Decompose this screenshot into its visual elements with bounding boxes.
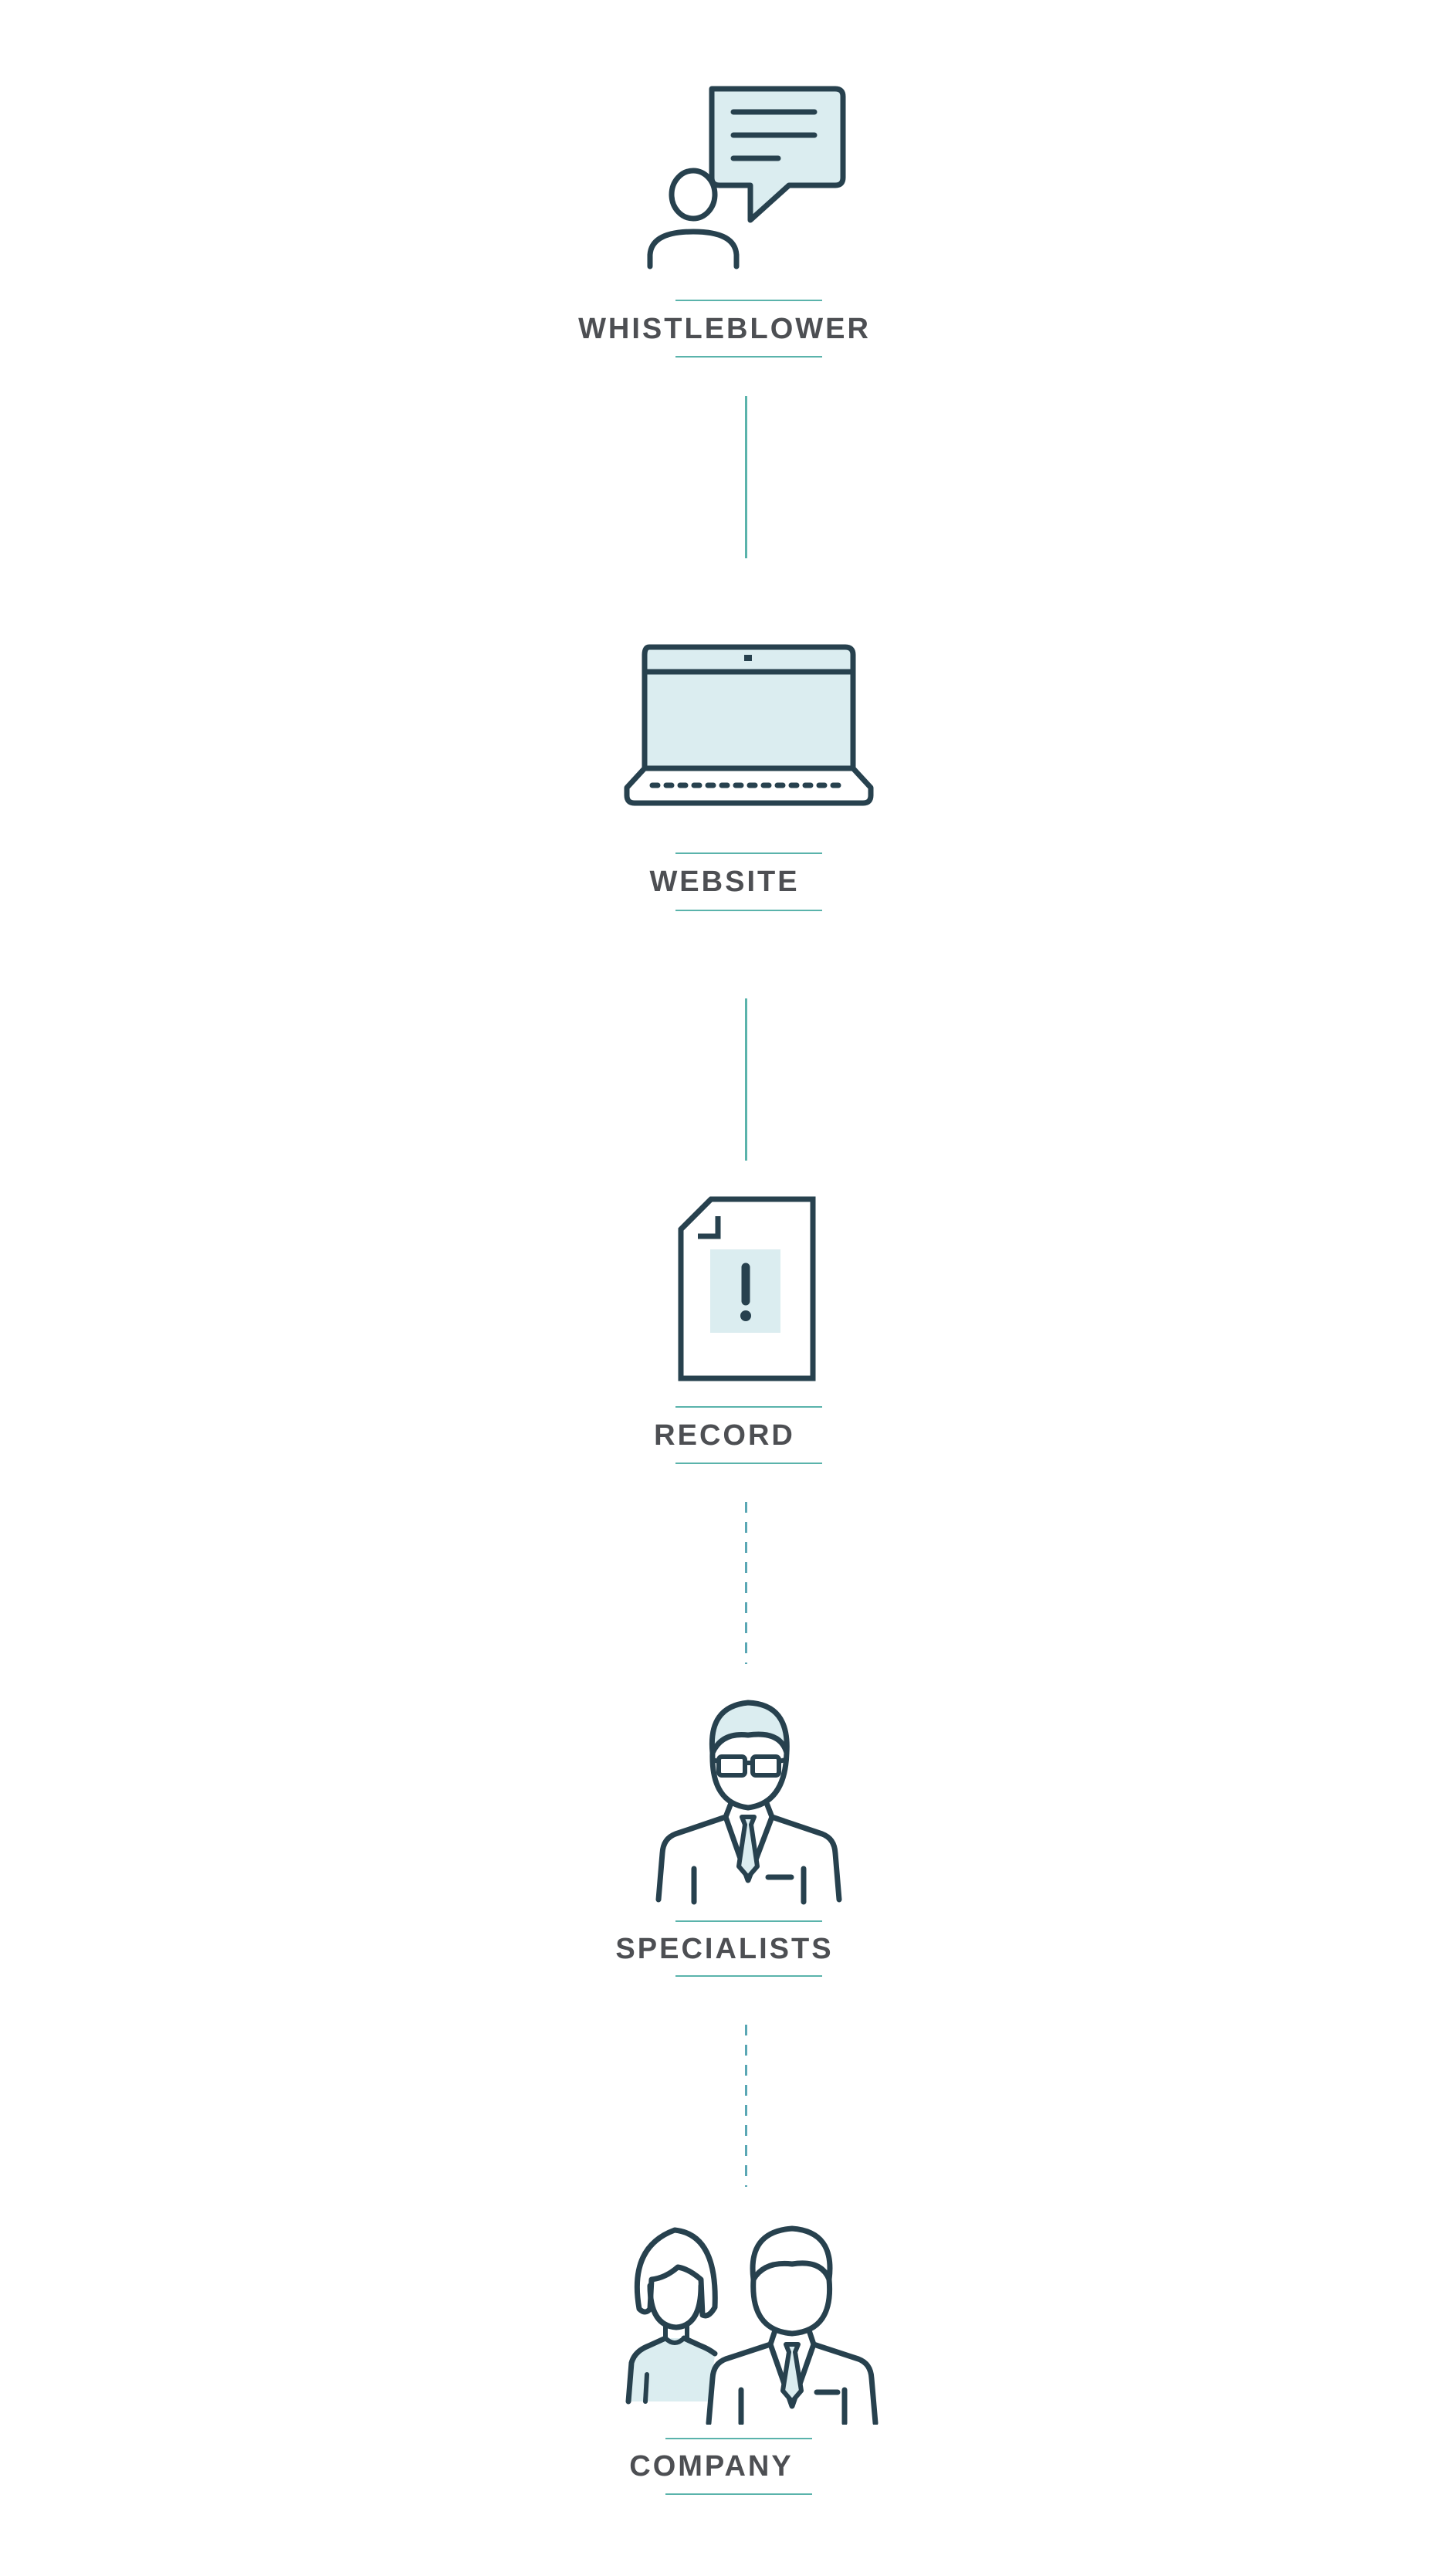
label-rule-top bbox=[675, 852, 822, 854]
label-rule-top bbox=[675, 1406, 822, 1408]
connector-whistleblower-website bbox=[745, 396, 747, 558]
label-rule-bottom bbox=[675, 356, 822, 358]
label-rule-top bbox=[665, 2438, 812, 2439]
label-rule-top bbox=[675, 1920, 822, 1922]
label-rule-bottom bbox=[665, 2493, 812, 2495]
node-label-record: RECORD bbox=[654, 1419, 795, 1452]
connector-specialists-company bbox=[745, 2025, 747, 2187]
label-rule-bottom bbox=[675, 910, 822, 911]
label-rule-top bbox=[675, 300, 822, 301]
specialist-person-icon bbox=[655, 1700, 842, 1905]
label-rule-bottom bbox=[675, 1975, 822, 1977]
node-label-company: COMPANY bbox=[629, 2450, 794, 2483]
laptop-icon bbox=[624, 644, 874, 806]
node-label-website: WEBSITE bbox=[649, 866, 800, 898]
connector-record-specialists bbox=[745, 1502, 747, 1664]
connector-website-record bbox=[745, 998, 747, 1161]
label-rule-bottom bbox=[675, 1463, 822, 1464]
person-speech-bubble-icon bbox=[647, 86, 846, 269]
two-people-icon bbox=[625, 2225, 879, 2425]
document-alert-icon bbox=[678, 1196, 816, 1381]
node-label-whistleblower: WHISTLEBLOWER bbox=[578, 313, 871, 345]
node-label-specialists: SPECIALISTS bbox=[615, 1933, 834, 1965]
